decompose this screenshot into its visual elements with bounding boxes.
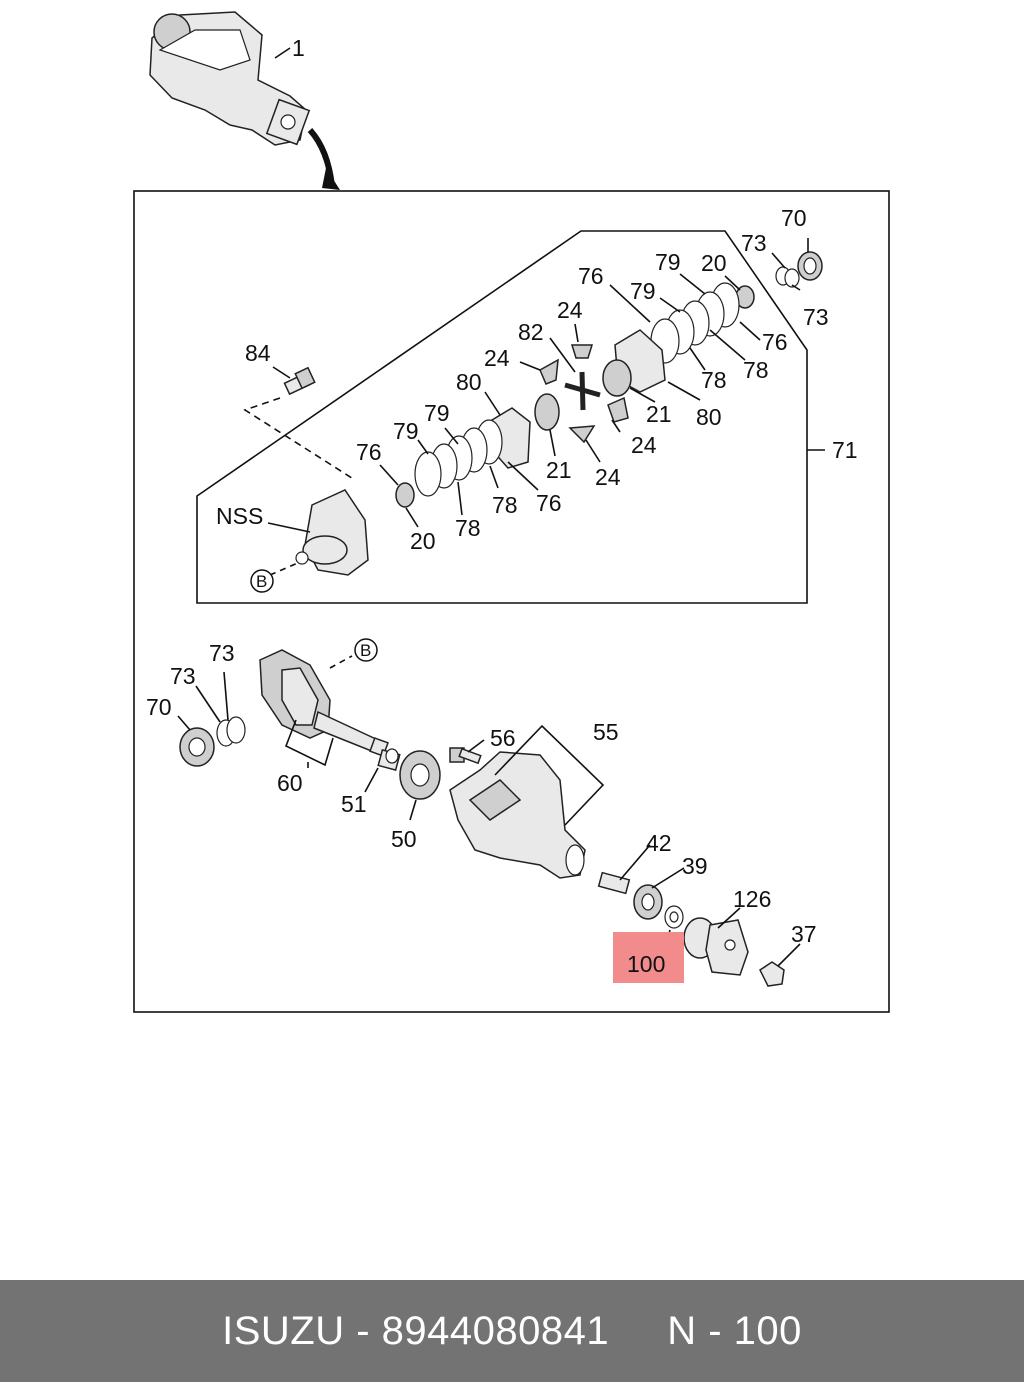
part-number: 8944080841 xyxy=(381,1308,610,1353)
callout-24-lower-b: 24 xyxy=(595,464,621,490)
svg-text:B: B xyxy=(360,641,371,660)
clutch-plates-lower-left xyxy=(414,419,503,497)
callout-73-lower-a: 73 xyxy=(209,640,235,666)
callout-78-lower-a: 78 xyxy=(492,492,518,518)
callout-20-upper: 20 xyxy=(701,250,727,276)
callout-1: 1 xyxy=(292,35,305,61)
lower-leader-lines xyxy=(177,671,801,967)
washer-20-lower xyxy=(395,482,415,508)
callout-126: 126 xyxy=(733,886,771,912)
nut-37 xyxy=(759,961,785,987)
callout-76-lower-b: 76 xyxy=(536,490,562,516)
differential-case-nss xyxy=(295,489,369,576)
callout-78-upper-a: 78 xyxy=(701,367,727,393)
callout-80-lower: 80 xyxy=(696,404,722,430)
callout-71: 71 xyxy=(832,437,858,463)
callout-56: 56 xyxy=(490,725,516,751)
callout-78-lower-b: 78 xyxy=(455,515,481,541)
companion-flange-126 xyxy=(683,917,749,976)
callout-100: 100 xyxy=(627,951,665,977)
callout-21-upper: 21 xyxy=(646,401,672,427)
carrier-housing-55 xyxy=(449,751,586,879)
ref-marker-b-upper: B xyxy=(250,569,274,593)
callout-79-lower-a: 79 xyxy=(424,400,450,426)
callout-24-lower-a: 24 xyxy=(631,432,657,458)
spacer-51 xyxy=(377,748,401,771)
bearing-70-lower xyxy=(179,727,215,767)
callout-76-upper-a: 76 xyxy=(578,263,604,289)
differential-case-group-outline xyxy=(196,230,808,604)
bearing-39 xyxy=(633,884,663,920)
callout-79-lower-b: 79 xyxy=(393,418,419,444)
callout-20-lower: 20 xyxy=(410,528,436,554)
callout-42: 42 xyxy=(646,830,672,856)
callout-50: 50 xyxy=(391,826,417,852)
side-gear-21-lower xyxy=(534,393,560,431)
shim-73-lower-b xyxy=(226,716,246,744)
pinion-gears-upper xyxy=(539,344,629,444)
callout-73-upper-a: 73 xyxy=(741,230,767,256)
callout-82: 82 xyxy=(518,319,544,345)
diagram-frame xyxy=(133,190,890,1013)
brand-name: ISUZU xyxy=(222,1308,345,1353)
ring-and-pinion-gear-60 xyxy=(259,649,389,757)
callout-39: 39 xyxy=(682,853,708,879)
exploded-parts-diagram: 1 71 xyxy=(133,11,890,1013)
callout-73-lower-b: 73 xyxy=(170,663,196,689)
callout-24-upper-b: 24 xyxy=(484,345,510,371)
part-info-footer: ISUZU - 8944080841 N - 100 xyxy=(0,1280,1024,1382)
callout-79-upper-b: 79 xyxy=(630,278,656,304)
oil-seal-100 xyxy=(664,905,684,929)
callout-70-lower: 70 xyxy=(146,694,172,720)
pinion-shaft-82 xyxy=(564,371,601,411)
callout-84: 84 xyxy=(245,340,271,366)
upper-leader-lines xyxy=(267,238,809,533)
callout-76-upper-b: 76 xyxy=(762,329,788,355)
ref-marker-b-lower: B xyxy=(354,638,378,662)
clutch-plates-upper-right xyxy=(650,282,740,364)
callout-55: 55 xyxy=(593,719,619,745)
callout-24-upper-a: 24 xyxy=(557,297,583,323)
callout-60: 60 xyxy=(277,770,303,796)
bolt-56 xyxy=(449,747,482,765)
bolt-84 xyxy=(283,366,316,396)
pilot-bearing-42 xyxy=(597,871,631,895)
callout-51: 51 xyxy=(341,791,367,817)
bearing-50 xyxy=(399,750,441,800)
callout-80-upper: 80 xyxy=(456,369,482,395)
callout-21-lower: 21 xyxy=(546,457,572,483)
callout-37: 37 xyxy=(791,921,817,947)
svg-text:B: B xyxy=(256,572,267,591)
diagram-position: N - 100 xyxy=(667,1308,802,1353)
callout-76-lower-a: 76 xyxy=(356,439,382,465)
bearing-70-upper xyxy=(797,251,823,281)
callout-70-upper: 70 xyxy=(781,205,807,231)
callout-labels: 70 73 73 20 79 76 79 76 78 78 24 82 24 8… xyxy=(146,205,829,977)
callout-nss: NSS xyxy=(216,503,263,529)
callout-78-upper-b: 78 xyxy=(743,357,769,383)
differential-assembly-overview xyxy=(149,11,340,190)
side-gear-21-upper xyxy=(602,359,632,397)
shim-73-upper-b xyxy=(784,268,800,288)
callout-79-upper-a: 79 xyxy=(655,249,681,275)
callout-73-upper-b: 73 xyxy=(803,304,829,330)
callout-100-highlight xyxy=(613,932,684,983)
